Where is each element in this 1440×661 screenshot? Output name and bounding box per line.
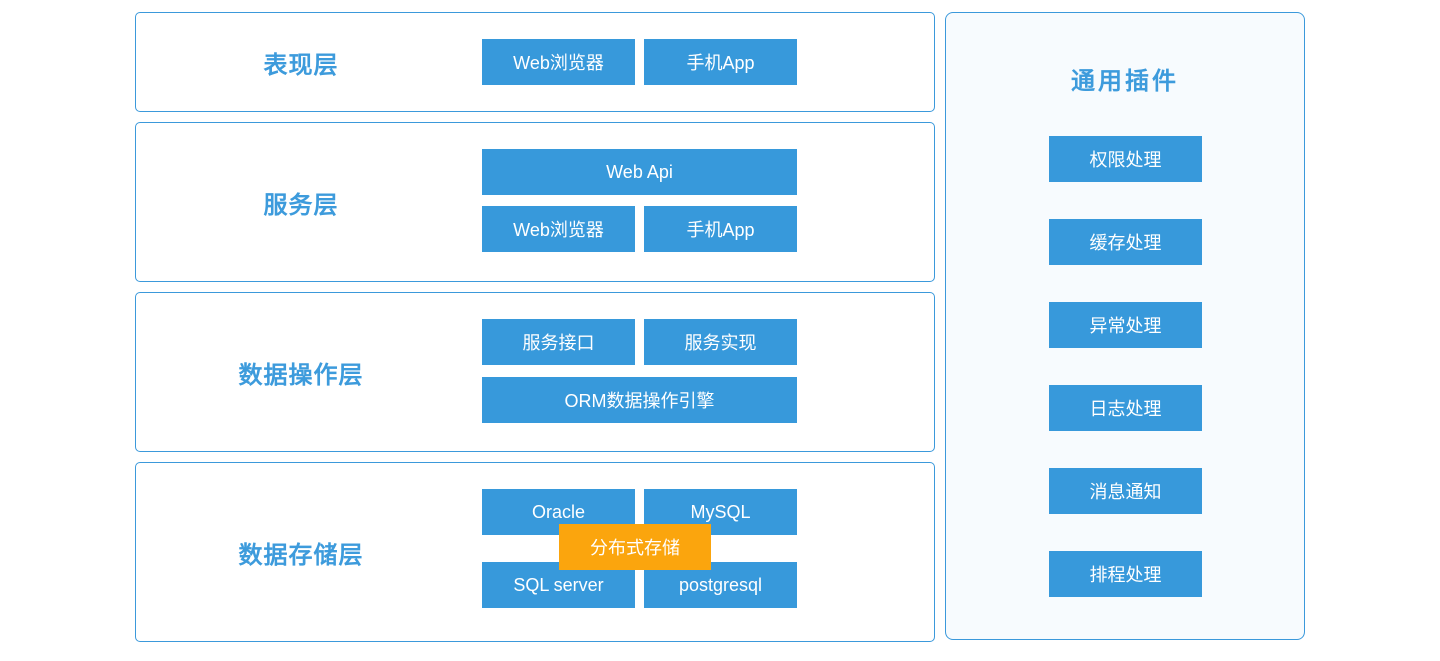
layer-box-service: 服务层 Web Api Web浏览器 手机App [135,122,935,282]
node-distributed-storage: 分布式存储 [559,524,711,570]
node-row: SQL server postgresql [482,562,797,608]
plugin-exception-handling: 异常处理 [1049,302,1202,348]
layer-box-data-operation: 数据操作层 服务接口 服务实现 ORM数据操作引擎 [135,292,935,452]
layer-label-data-storage: 数据存储层 [238,541,364,569]
node-postgresql: postgresql [644,562,797,608]
node-orm-engine: ORM数据操作引擎 [482,377,797,423]
node-row: ORM数据操作引擎 [482,377,797,423]
node-row: Web浏览器 手机App [482,206,797,252]
plugins-panel-title: 通用插件 [1071,68,1179,95]
node-mobile-app: 手机App [644,39,797,85]
node-service-interface: 服务接口 [482,319,635,365]
plugin-cache-handling: 缓存处理 [1049,219,1202,265]
layer-box-presentation: 表现层 Web浏览器 手机App [135,12,935,112]
common-plugins-panel: 通用插件 权限处理 缓存处理 异常处理 日志处理 消息通知 排程处理 [945,12,1305,640]
node-service-implementation: 服务实现 [644,319,797,365]
layer-box-data-storage: 数据存储层 Oracle MySQL SQL server postgresql [135,462,935,642]
layer-label-data-operation: 数据操作层 [238,361,364,389]
node-web-browser: Web浏览器 [482,39,635,85]
layer-label-presentation: 表现层 [263,51,339,79]
node-row: Web Api [482,149,797,195]
plugin-log-handling: 日志处理 [1049,385,1202,431]
plugin-message-notification: 消息通知 [1049,468,1202,514]
node-web-api: Web Api [482,149,797,195]
plugin-permission-handling: 权限处理 [1049,136,1202,182]
node-web-browser-2: Web浏览器 [482,206,635,252]
node-row: 服务接口 服务实现 [482,319,797,365]
plugin-schedule-handling: 排程处理 [1049,551,1202,597]
node-mobile-app-2: 手机App [644,206,797,252]
node-row: Web浏览器 手机App [482,39,797,85]
layer-label-service: 服务层 [263,191,339,219]
